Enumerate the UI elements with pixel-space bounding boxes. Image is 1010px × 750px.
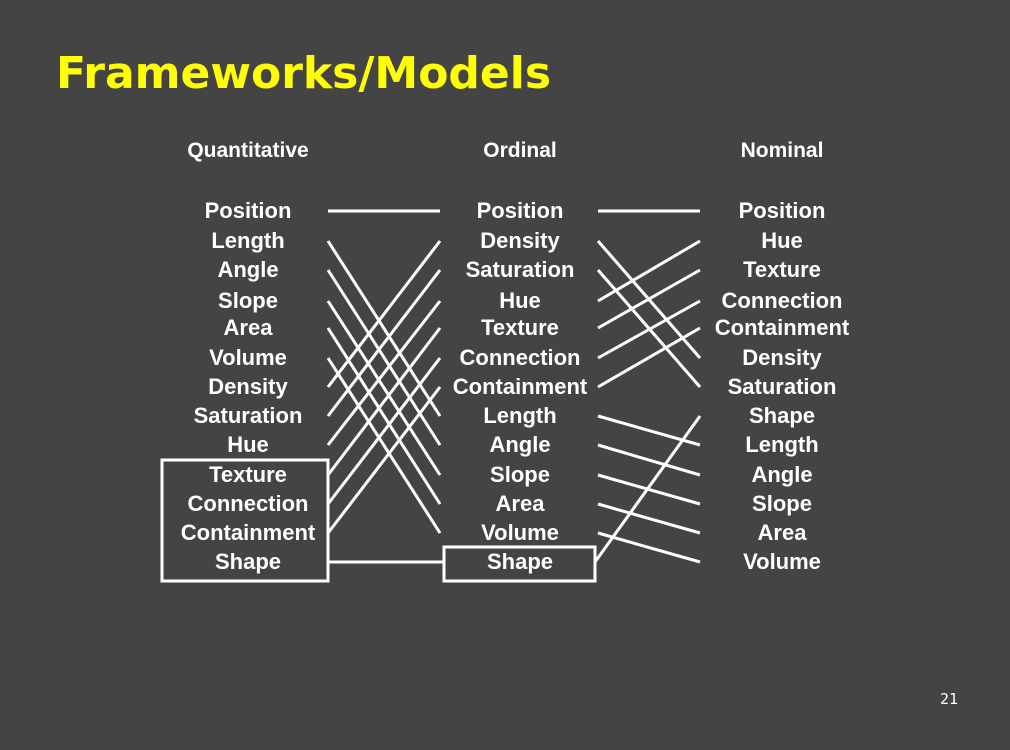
nominal-item: Hue bbox=[761, 228, 803, 253]
quantitative-item: Shape bbox=[214, 549, 282, 574]
connector-line bbox=[326, 327, 442, 476]
nominal-item: Length bbox=[745, 432, 819, 457]
nominal-item: Density bbox=[742, 345, 822, 370]
connector-line bbox=[597, 299, 701, 360]
quantitative-item: Slope bbox=[218, 288, 278, 313]
ordinal-item: Shape bbox=[486, 549, 554, 574]
connector-line bbox=[597, 326, 701, 389]
slide-title: Frameworks/Models bbox=[56, 48, 552, 99]
connector-line bbox=[597, 473, 701, 506]
ordinal-shape-box bbox=[442, 545, 597, 583]
quantitative-item: Density bbox=[208, 374, 288, 399]
nominal-item: Saturation bbox=[727, 374, 837, 399]
nominal-item: Area bbox=[757, 520, 807, 545]
nominal-item: Texture bbox=[743, 257, 821, 282]
quantitative-header: Quantitative bbox=[187, 139, 309, 162]
connector-line bbox=[326, 386, 442, 534]
connector-line bbox=[326, 357, 442, 534]
ordinal-item: Connection bbox=[459, 345, 581, 370]
quantitative-nominal-group-box bbox=[160, 458, 330, 583]
nominal-item: Angle bbox=[751, 462, 813, 487]
ordinal-item: Saturation bbox=[465, 257, 575, 282]
connector-line bbox=[597, 414, 701, 447]
quantitative-item: Position bbox=[204, 198, 292, 223]
connector-line bbox=[326, 327, 442, 505]
connector-line bbox=[326, 357, 442, 505]
quantitative-item: Angle bbox=[217, 257, 279, 282]
quantitative-item: Connection bbox=[187, 491, 309, 516]
ordinal-item: Area bbox=[495, 491, 545, 516]
nominal-item: Connection bbox=[721, 288, 843, 313]
connector-line bbox=[326, 269, 442, 417]
connector-line bbox=[593, 415, 702, 563]
ordinal-item: Hue bbox=[499, 288, 541, 313]
ordinal-item: Slope bbox=[490, 462, 550, 487]
connector-line bbox=[597, 268, 701, 330]
connector-line bbox=[597, 239, 701, 303]
quantitative-item: Containment bbox=[180, 520, 316, 545]
connector-line bbox=[597, 443, 701, 477]
quantitative-item: Hue bbox=[227, 432, 269, 457]
ordinal-item: Volume bbox=[481, 520, 559, 545]
quantitative-item: Length bbox=[211, 228, 285, 253]
nominal-item: Shape bbox=[748, 403, 816, 428]
ordinal-item: Angle bbox=[489, 432, 551, 457]
page-number: 21 bbox=[939, 690, 958, 708]
ordinal-item: Density bbox=[480, 228, 560, 253]
quantitative-item: Volume bbox=[209, 345, 287, 370]
nominal-header: Nominal bbox=[740, 139, 824, 162]
connector-line bbox=[326, 240, 442, 388]
connector-line bbox=[597, 531, 701, 564]
connector-line bbox=[597, 502, 701, 535]
ordinal-header: Ordinal bbox=[483, 139, 557, 162]
connector-line bbox=[326, 269, 442, 446]
connector-line bbox=[326, 240, 442, 417]
nominal-item: Containment bbox=[714, 315, 850, 340]
quantitative-item: Area bbox=[223, 315, 273, 340]
ordinal-item: Length bbox=[483, 403, 557, 428]
ordinal-item: Position bbox=[476, 198, 564, 223]
quantitative-item: Saturation bbox=[193, 403, 303, 428]
ordinal-item: Containment bbox=[452, 374, 588, 399]
nominal-item: Slope bbox=[752, 491, 812, 516]
connector-line bbox=[326, 300, 442, 446]
quantitative-item: Texture bbox=[209, 462, 287, 487]
ordinal-item: Texture bbox=[481, 315, 559, 340]
connector-line bbox=[326, 300, 442, 476]
nominal-item: Position bbox=[738, 198, 826, 223]
nominal-item: Volume bbox=[743, 549, 821, 574]
